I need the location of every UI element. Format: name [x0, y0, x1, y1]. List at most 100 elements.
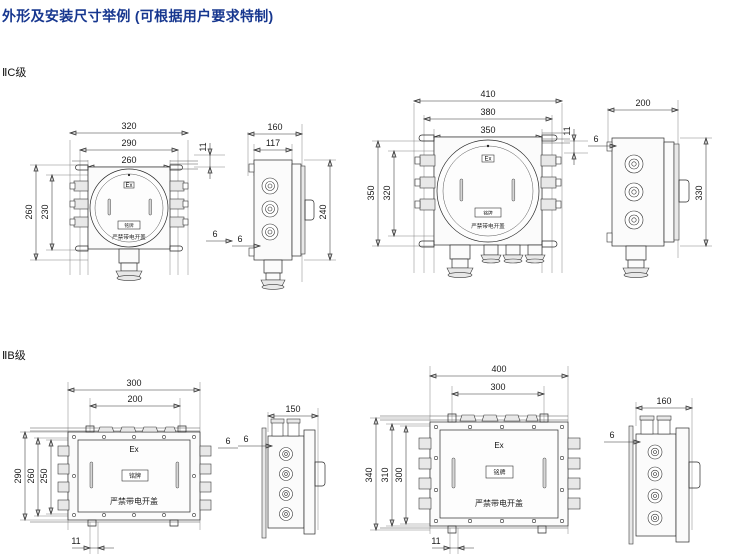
dim-200: 200 — [127, 394, 142, 404]
dimension-wall-6: 6 — [604, 430, 642, 445]
bottom-gland — [115, 248, 143, 281]
dim-117: 117 — [266, 138, 280, 148]
dimension-wall-6: 6 — [238, 434, 274, 449]
dimension-group-flange: 11 — [562, 126, 588, 165]
dim-6: 6 — [243, 434, 248, 444]
dim-290: 290 — [121, 138, 136, 148]
dim-6: 6 — [609, 430, 614, 440]
cable-glands-left — [57, 445, 70, 511]
drawing-iib-side-large: 160 6 — [596, 390, 730, 555]
dimension-wall-6: 6 — [232, 234, 262, 249]
dim-11: 11 — [562, 126, 572, 135]
dim-11: 11 — [71, 536, 80, 546]
round-cover: Ex 铭牌 严禁带电开盖 — [436, 139, 540, 243]
dim-6: 6 — [237, 234, 242, 244]
dim-6: 6 — [225, 436, 230, 446]
enclosure-body — [261, 418, 326, 539]
cable-gland-circles — [279, 447, 293, 521]
dim-400: 400 — [491, 364, 506, 374]
section-label-iib: ⅡB级 — [2, 350, 26, 362]
cable-glands-left — [69, 180, 89, 228]
dimension-group-vertical: 290 260 250 — [13, 430, 68, 522]
cover-nameplate-label: 铭牌 — [483, 210, 493, 217]
enclosure-body: Ex 铭牌 严禁带电开盖 — [380, 413, 569, 534]
dimension-group-horizontal: 150 — [266, 404, 320, 530]
dimension-group-vertical: 260 230 — [24, 163, 88, 262]
bottom-gland — [260, 259, 286, 290]
enclosure-body: Ex 铭牌 严禁带电开盖 — [30, 425, 201, 527]
enclosure-body — [606, 137, 690, 247]
cable-glands-right — [540, 154, 562, 211]
dimension-group-vertical: 340 310 300 — [364, 416, 430, 532]
drawing-iib-front-large: 400 300 340 310 300 — [352, 358, 592, 558]
dim-150: 150 — [285, 404, 300, 414]
dim-6: 6 — [212, 229, 217, 239]
cover-nameplate-label: 铭牌 — [124, 222, 134, 229]
dim-250: 250 — [39, 468, 49, 483]
dim-320: 320 — [121, 121, 136, 131]
bottom-gland — [622, 245, 650, 278]
dim-320-v: 320 — [382, 185, 392, 200]
dimension-group-vertical: 240 — [304, 158, 336, 262]
drawing-iic-front: 320 290 260 11 260 230 — [10, 95, 240, 295]
section-label-iic: ⅡC级 — [2, 67, 27, 79]
cable-glands-right — [169, 180, 189, 228]
cover-warning-label: 严禁带电开盖 — [112, 233, 146, 241]
enclosure-body — [628, 415, 701, 545]
drawing-iib-side: 150 6 — [234, 400, 354, 550]
dim-200: 200 — [635, 98, 650, 108]
cover-ex-label: Ex — [129, 445, 138, 454]
cover-ex-label: Ex — [125, 183, 132, 189]
dim-260-v: 260 — [24, 204, 34, 219]
cover-warning-label: 严禁带电开盖 — [471, 222, 505, 230]
dim-160: 160 — [267, 122, 282, 132]
dim-350: 350 — [480, 125, 495, 135]
dim-350-v: 350 — [366, 185, 376, 200]
cover-nameplate-label: 铭牌 — [129, 472, 141, 480]
dim-160: 160 — [656, 396, 671, 406]
cover-warning-label: 严禁带电开盖 — [475, 498, 523, 508]
enclosure-body — [248, 159, 315, 261]
dimension-wall-6: 6 — [218, 436, 238, 449]
round-cover: Ex 铭牌 严禁带电开盖 — [89, 168, 169, 248]
cable-gland-circles — [647, 444, 663, 526]
dim-380: 380 — [480, 107, 495, 117]
dim-410: 410 — [480, 89, 495, 99]
cover-warning-label: 严禁带电开盖 — [110, 496, 158, 506]
dim-290: 290 — [13, 468, 23, 483]
dim-11: 11 — [198, 142, 208, 151]
drawing-iic-side-large: 200 330 6 — [588, 88, 728, 300]
dimension-group-horizontal: 160 — [634, 396, 694, 530]
cover-nameplate-label: 铭牌 — [493, 469, 505, 477]
cable-glands-right — [199, 445, 212, 511]
dimension-wall-6: 6 — [206, 229, 234, 244]
dim-340: 340 — [364, 467, 374, 482]
cable-gland-circles — [624, 154, 644, 230]
dim-11: 11 — [431, 536, 440, 546]
drawing-iib-front: 300 200 290 260 250 — [10, 370, 240, 560]
dim-330: 330 — [694, 185, 704, 200]
cable-gland-circles — [261, 177, 279, 241]
cover-ex-label: Ex — [494, 441, 503, 450]
dim-300-v: 300 — [394, 467, 404, 482]
cable-glands-left — [418, 437, 432, 510]
drawing-iic-side: 160 117 240 — [232, 112, 352, 297]
dimension-group-vertical: 330 — [680, 136, 712, 248]
cable-glands-left — [414, 154, 436, 211]
drawing-iic-front-large: 410 380 350 11 350 320 — [362, 83, 592, 298]
cable-glands-right — [567, 437, 581, 510]
dim-260: 260 — [26, 468, 36, 483]
dimension-wall-6: 6 — [588, 134, 618, 149]
dim-300: 300 — [126, 378, 141, 388]
dim-300: 300 — [490, 382, 505, 392]
dim-240: 240 — [318, 204, 328, 219]
dim-6: 6 — [593, 134, 598, 144]
dim-310: 310 — [380, 467, 390, 482]
bottom-glands — [446, 244, 546, 278]
page-title: 外形及安装尺寸举例 (可根据用户要求特制) — [2, 8, 274, 24]
dimension-flange-11: 11 — [431, 528, 474, 554]
dimension-flange-11: 11 — [71, 522, 114, 554]
dim-260: 260 — [121, 155, 136, 165]
dim-230-v: 230 — [40, 204, 50, 219]
dimension-group-flange: 11 — [194, 142, 225, 179]
